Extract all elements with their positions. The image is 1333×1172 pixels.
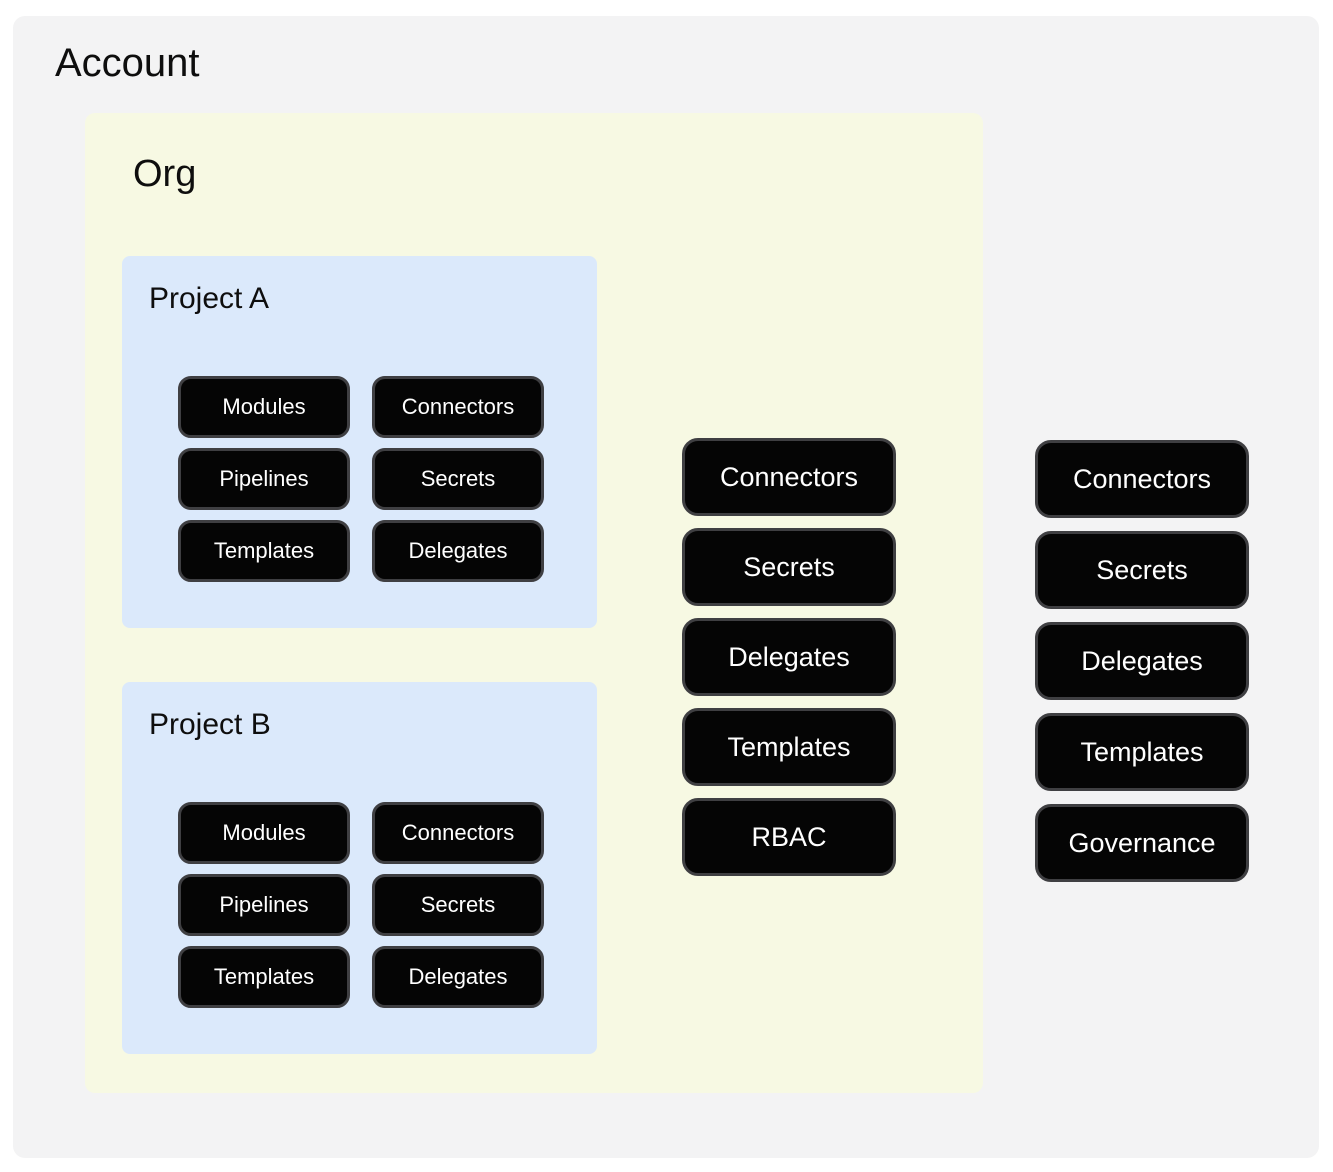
account-title: Account: [55, 41, 200, 85]
project-b-pill-grid: Modules Connectors Pipelines Secrets Tem…: [178, 802, 544, 1008]
account-node-secrets: Secrets: [1035, 531, 1249, 609]
org-node-connectors: Connectors: [682, 438, 896, 516]
project-a-node-modules: Modules: [178, 376, 350, 438]
project-a-title: Project A: [149, 282, 270, 315]
project-b-node-modules: Modules: [178, 802, 350, 864]
project-b-node-templates: Templates: [178, 946, 350, 1008]
account-node-governance: Governance: [1035, 804, 1249, 882]
project-a-node-pipelines: Pipelines: [178, 448, 350, 510]
project-a-node-delegates: Delegates: [372, 520, 544, 582]
account-node-connectors: Connectors: [1035, 440, 1249, 518]
account-node-delegates: Delegates: [1035, 622, 1249, 700]
org-node-rbac: RBAC: [682, 798, 896, 876]
project-b-node-pipelines: Pipelines: [178, 874, 350, 936]
project-b-container: Project B Modules Connectors Pipelines S…: [122, 682, 597, 1054]
org-container: Org Project A Modules Connectors Pipelin…: [85, 113, 983, 1093]
project-b-node-delegates: Delegates: [372, 946, 544, 1008]
project-a-node-secrets: Secrets: [372, 448, 544, 510]
account-container: Account Org Project A Modules Connectors…: [13, 16, 1319, 1158]
org-node-secrets: Secrets: [682, 528, 896, 606]
org-pill-column: Connectors Secrets Delegates Templates R…: [682, 438, 896, 876]
project-b-node-connectors: Connectors: [372, 802, 544, 864]
project-b-node-secrets: Secrets: [372, 874, 544, 936]
project-a-container: Project A Modules Connectors Pipelines S…: [122, 256, 597, 628]
project-b-title: Project B: [149, 708, 271, 741]
project-a-node-templates: Templates: [178, 520, 350, 582]
org-title: Org: [133, 153, 197, 195]
org-node-delegates: Delegates: [682, 618, 896, 696]
project-a-node-connectors: Connectors: [372, 376, 544, 438]
org-node-templates: Templates: [682, 708, 896, 786]
project-a-pill-grid: Modules Connectors Pipelines Secrets Tem…: [178, 376, 544, 582]
account-pill-column: Connectors Secrets Delegates Templates G…: [1035, 440, 1249, 882]
account-node-templates: Templates: [1035, 713, 1249, 791]
